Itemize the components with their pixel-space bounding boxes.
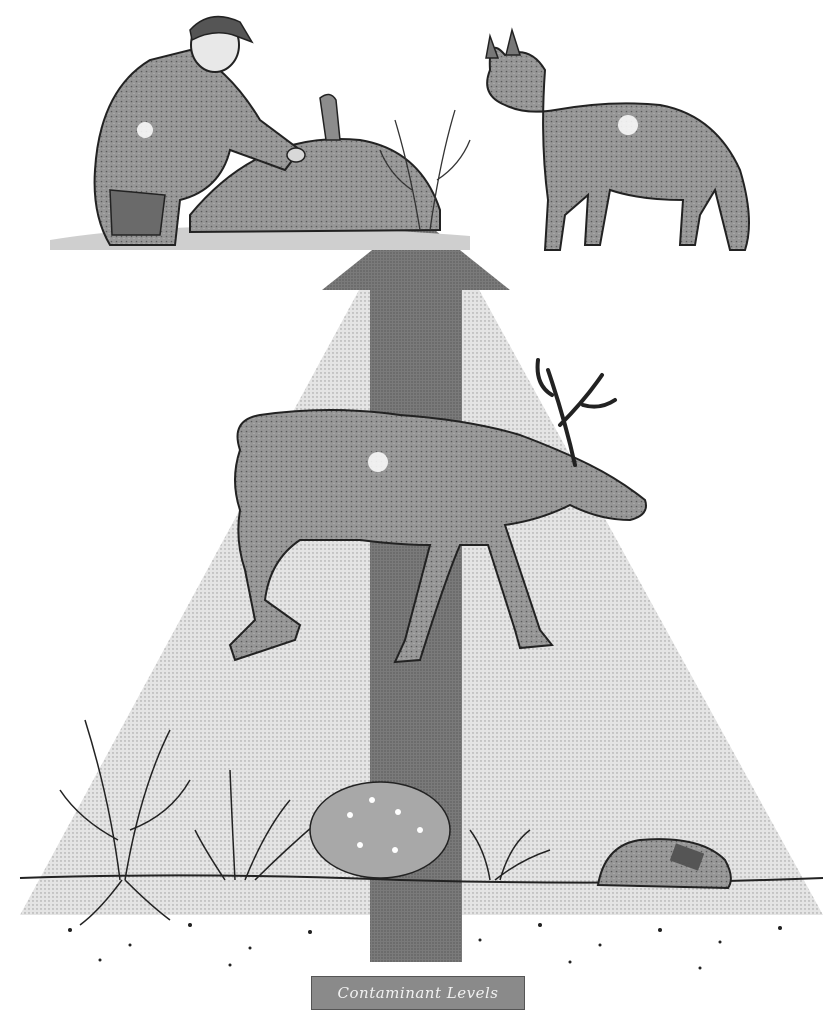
wolf <box>486 30 749 250</box>
lichen <box>310 782 450 878</box>
person-with-harvest <box>50 17 470 250</box>
contaminant-levels-text: Contaminant Levels <box>338 984 499 1002</box>
contaminant-levels-label: Contaminant Levels <box>311 976 525 1010</box>
